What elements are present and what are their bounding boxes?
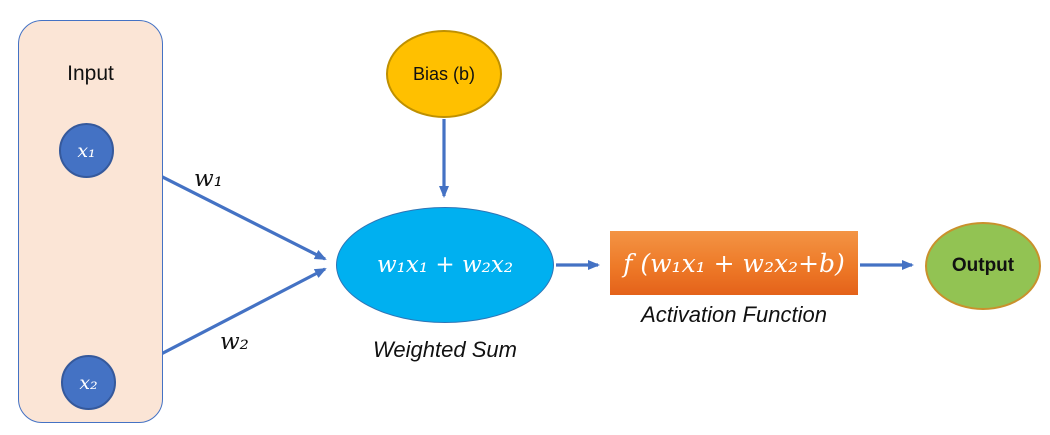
input-node-x1-label: x₁ xyxy=(77,139,96,162)
weighted-sum-node: w₁x₁ + w₂x₂ xyxy=(336,207,554,323)
input-node-x2: x₂ xyxy=(61,355,116,410)
activation-function-node: f (w₁x₁ + w₂x₂+b) xyxy=(610,231,858,295)
output-node-label: Output xyxy=(951,255,1015,276)
input-group-label: Input xyxy=(67,62,114,85)
weight-label-w1: w₁ xyxy=(194,166,223,192)
weighted-sum-formula: w₁x₁ + w₂x₂ xyxy=(376,252,514,278)
weight-label-w2: w₂ xyxy=(220,329,249,355)
input-node-x2-label: x₂ xyxy=(79,371,98,394)
input-node-x1: x₁ xyxy=(59,123,114,178)
bias-node-label: Bias (b) xyxy=(412,63,475,84)
activation-function-caption: Activation Function xyxy=(641,302,827,327)
output-node: Output xyxy=(925,222,1041,310)
weighted-sum-caption: Weighted Sum xyxy=(373,337,517,362)
activation-formula: f (w₁x₁ + w₂x₂+b) xyxy=(623,248,845,278)
bias-node: Bias (b) xyxy=(386,30,502,118)
